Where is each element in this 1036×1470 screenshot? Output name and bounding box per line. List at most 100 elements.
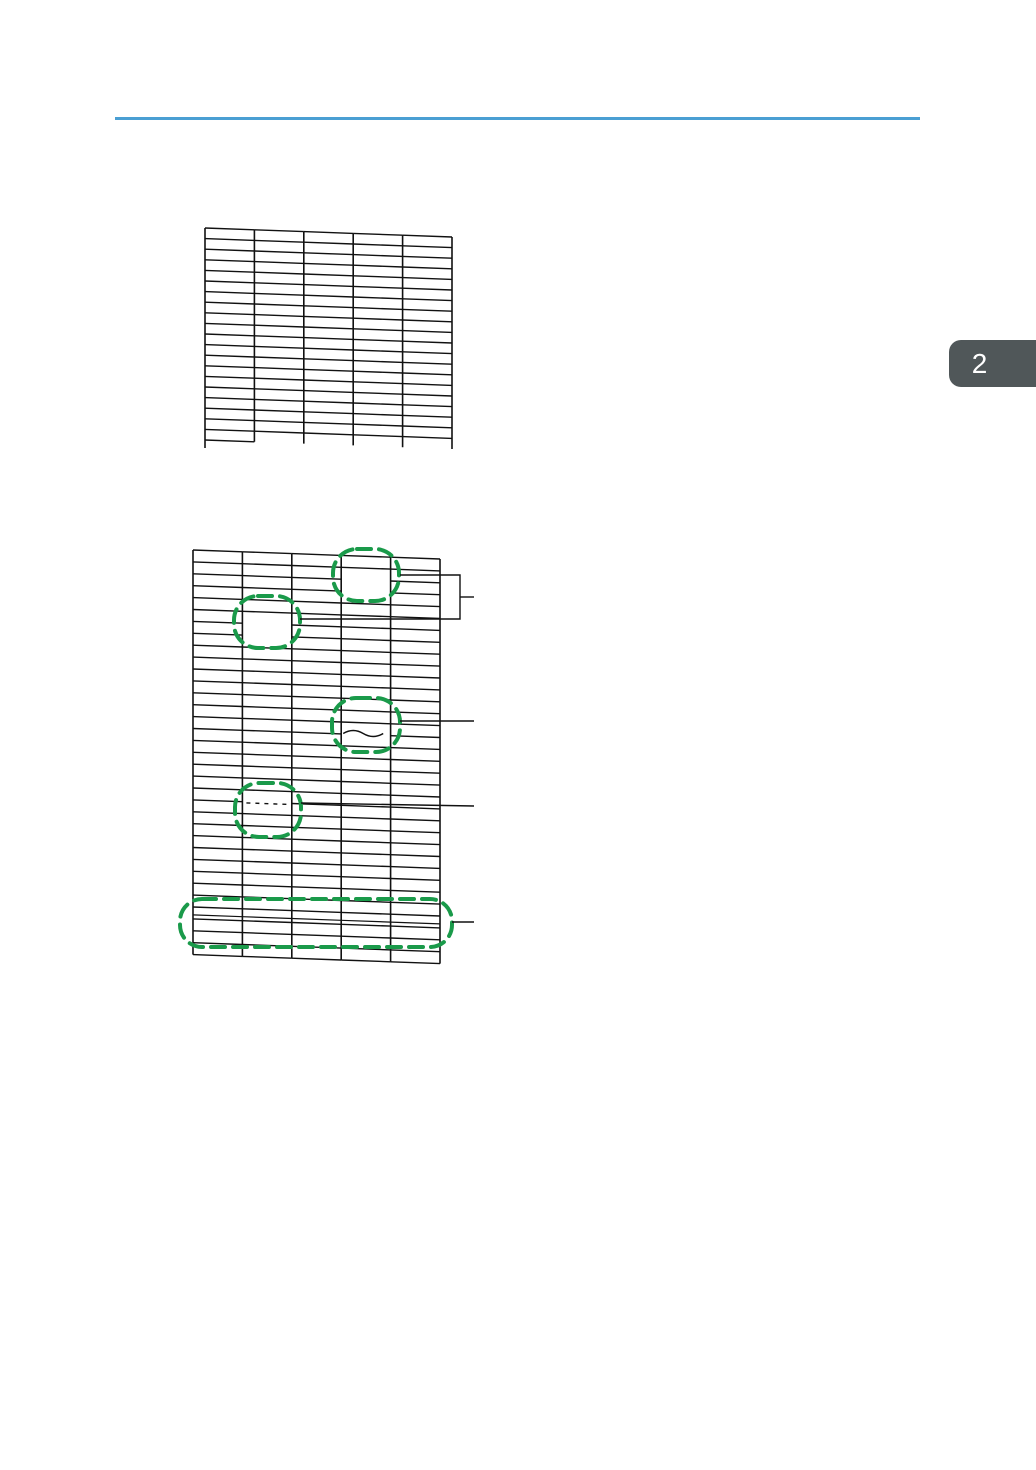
pattern-line xyxy=(304,338,353,340)
pattern-line xyxy=(193,824,242,826)
pattern-line xyxy=(403,309,452,311)
pattern-line xyxy=(304,380,353,382)
overlapping-line xyxy=(292,919,341,921)
pattern-line xyxy=(391,962,440,964)
pattern-line xyxy=(341,829,390,831)
pattern-line xyxy=(292,934,341,936)
pattern-line xyxy=(242,588,291,590)
pattern-line xyxy=(292,685,341,687)
pattern-line xyxy=(193,657,242,659)
pattern-line xyxy=(254,357,303,359)
pattern-line xyxy=(254,315,303,317)
pattern-line xyxy=(205,355,254,357)
pattern-line xyxy=(193,669,242,671)
pattern-line xyxy=(292,768,341,770)
pattern-line xyxy=(403,320,452,322)
pattern-line xyxy=(193,681,242,683)
pattern-line xyxy=(292,649,341,651)
fault-highlight-missing-2 xyxy=(234,596,300,648)
pattern-line xyxy=(403,426,452,428)
pattern-line xyxy=(403,299,452,301)
pattern-line xyxy=(341,924,390,926)
fault-highlight-bent xyxy=(332,698,400,752)
pattern-line xyxy=(292,696,341,698)
pattern-line xyxy=(242,718,291,720)
pattern-line xyxy=(391,926,440,928)
pattern-line xyxy=(341,567,390,569)
pattern-line xyxy=(254,378,303,380)
pattern-line xyxy=(391,641,440,643)
pattern-line xyxy=(353,350,402,352)
overlapping-line xyxy=(242,917,291,919)
pattern-line xyxy=(304,263,353,265)
pattern-line xyxy=(403,437,452,439)
pattern-line xyxy=(341,782,390,784)
pattern-line xyxy=(341,841,390,843)
pattern-line xyxy=(242,683,291,685)
pattern-line xyxy=(292,577,341,579)
pattern-line xyxy=(391,593,440,595)
pattern-line xyxy=(341,615,390,617)
pattern-line xyxy=(193,764,242,766)
pattern-line xyxy=(341,853,390,855)
pattern-line xyxy=(193,919,242,921)
pattern-line xyxy=(391,771,440,773)
pattern-line xyxy=(341,555,390,557)
pattern-line xyxy=(193,550,242,552)
pattern-line xyxy=(254,230,303,232)
pattern-line xyxy=(254,399,303,401)
pattern-line xyxy=(304,232,353,234)
pattern-line xyxy=(254,368,303,370)
pattern-line xyxy=(341,936,390,938)
callout-leader-missing xyxy=(300,575,460,619)
pattern-line xyxy=(391,617,440,619)
pattern-line xyxy=(403,341,452,343)
pattern-line xyxy=(292,875,341,877)
pattern-line xyxy=(341,877,390,879)
pattern-line xyxy=(403,331,452,333)
pattern-line xyxy=(193,871,242,873)
pattern-line xyxy=(341,639,390,641)
pattern-line xyxy=(304,412,353,414)
pattern-line xyxy=(193,931,242,933)
pattern-line xyxy=(254,431,303,433)
pattern-line xyxy=(205,334,254,336)
pattern-line xyxy=(403,246,452,248)
pattern-line xyxy=(242,707,291,709)
pattern-line xyxy=(193,859,242,861)
pattern-line xyxy=(304,422,353,424)
pattern-line xyxy=(292,673,341,675)
pattern-line xyxy=(403,373,452,375)
pattern-line xyxy=(341,758,390,760)
pattern-line xyxy=(292,958,341,960)
pattern-line xyxy=(242,695,291,697)
pattern-line xyxy=(205,429,254,431)
pattern-line xyxy=(353,265,402,267)
pattern-line xyxy=(391,867,440,869)
pattern-line xyxy=(353,361,402,363)
pattern-line xyxy=(391,914,440,916)
pattern-line xyxy=(254,272,303,274)
normal-pattern-figure xyxy=(205,228,452,449)
pattern-line xyxy=(193,955,242,957)
pattern-line xyxy=(403,288,452,290)
pattern-line xyxy=(341,793,390,795)
pattern-line xyxy=(193,574,242,576)
pattern-line xyxy=(254,304,303,306)
overlapping-line xyxy=(193,915,242,917)
pattern-line xyxy=(205,345,254,347)
pattern-line xyxy=(205,239,254,241)
pattern-line xyxy=(254,389,303,391)
pattern-line xyxy=(341,651,390,653)
pattern-line xyxy=(403,362,452,364)
pattern-line xyxy=(403,278,452,280)
pattern-line xyxy=(242,790,291,792)
faulty-pattern-figure xyxy=(193,550,440,964)
pattern-line xyxy=(292,863,341,865)
pattern-line xyxy=(205,281,254,283)
pattern-line xyxy=(193,788,242,790)
pattern-line xyxy=(341,746,390,748)
pattern-line xyxy=(193,836,242,838)
pattern-line xyxy=(353,424,402,426)
